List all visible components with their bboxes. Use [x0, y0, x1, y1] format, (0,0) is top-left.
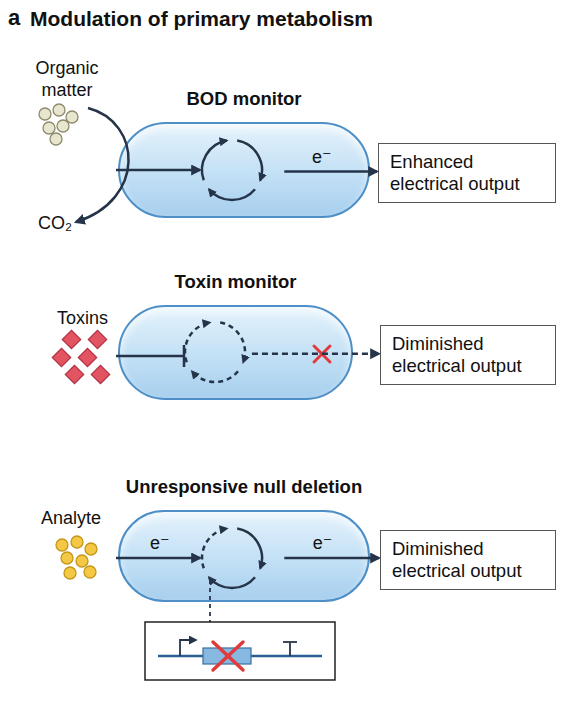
particle: [53, 104, 65, 116]
box-label: Diminished electrical output: [392, 538, 537, 582]
output-box: Diminished electrical output: [380, 530, 556, 590]
particle: [84, 566, 96, 578]
input-label: Toxins: [57, 308, 108, 329]
inhibition-bar: [183, 345, 186, 367]
connector-arrow: [252, 353, 379, 356]
terminator-stem: [289, 642, 291, 656]
particle: [50, 133, 62, 145]
input-label: Analyte: [41, 508, 101, 529]
particle: [85, 543, 97, 555]
toxin-particles: [52, 330, 109, 383]
cell-heading: Toxin monitor: [80, 271, 391, 293]
toxin: [78, 348, 96, 366]
cross-stroke: [213, 642, 243, 670]
particle: [43, 122, 55, 134]
toxin: [91, 365, 109, 383]
inhibition-stem: [116, 355, 184, 358]
deletion-cross: [213, 642, 243, 670]
input-label: Organic matter: [22, 58, 112, 101]
particle: [56, 539, 68, 551]
analyte-particles: [56, 536, 97, 579]
toxin: [88, 330, 106, 348]
particle: [66, 111, 78, 123]
toxin: [52, 348, 70, 366]
box-label: Diminished electrical output: [392, 333, 537, 377]
toxin: [62, 330, 80, 348]
particle: [57, 120, 69, 132]
connector-arrow: [284, 557, 379, 560]
inset-frame: [145, 622, 335, 680]
output-box: Enhanced electrical output: [378, 143, 556, 203]
gene-deletion-inset: [145, 622, 335, 680]
cross-stroke: [213, 642, 243, 670]
figure-title: Modulation of primary metabolism: [30, 7, 373, 31]
organic-matter-particles: [39, 104, 78, 145]
particle: [39, 108, 51, 120]
electron-label: e⁻: [313, 532, 333, 554]
box-label: Enhanced electrical output: [390, 151, 535, 195]
cell-heading: Unresponsive null deletion: [80, 476, 408, 498]
particle: [71, 536, 83, 548]
particle: [64, 567, 76, 579]
input-arrow: [116, 557, 200, 560]
input-arrow: [116, 169, 200, 172]
output-box: Diminished electrical output: [380, 325, 556, 385]
output-label: CO₂: [38, 213, 72, 234]
electron-label: e⁻: [312, 146, 332, 168]
toxin: [65, 365, 83, 383]
promoter-symbol: [180, 640, 196, 656]
connector-arrow: [284, 170, 377, 173]
terminator-bar: [283, 641, 297, 643]
panel-letter: a: [8, 5, 20, 31]
cell-heading: BOD monitor: [80, 88, 408, 110]
particle: [61, 552, 73, 564]
terminator-symbol: [283, 642, 297, 656]
bacterial-cell: Unresponsive null deletion: [118, 510, 370, 602]
electron-label: e⁻: [150, 532, 170, 554]
particle: [76, 555, 88, 567]
